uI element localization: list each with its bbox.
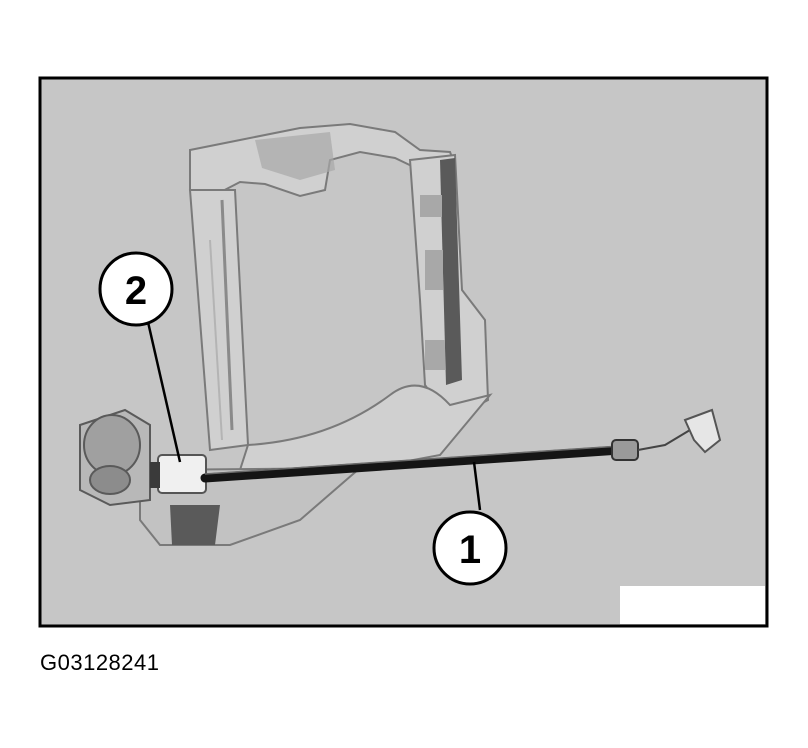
bowden-cable	[200, 408, 722, 483]
callout-2: 2	[98, 251, 174, 327]
leader-line-2	[146, 321, 182, 463]
figure-code: G03128241	[40, 650, 160, 675]
callout-2-label: 2	[125, 269, 147, 313]
callout-1: 1	[432, 510, 508, 586]
callout-1-label: 1	[459, 528, 481, 572]
lock-bracket	[79, 122, 493, 546]
leader-line-1	[472, 461, 482, 511]
corner-patch	[620, 586, 765, 624]
cable-clip	[157, 454, 207, 494]
